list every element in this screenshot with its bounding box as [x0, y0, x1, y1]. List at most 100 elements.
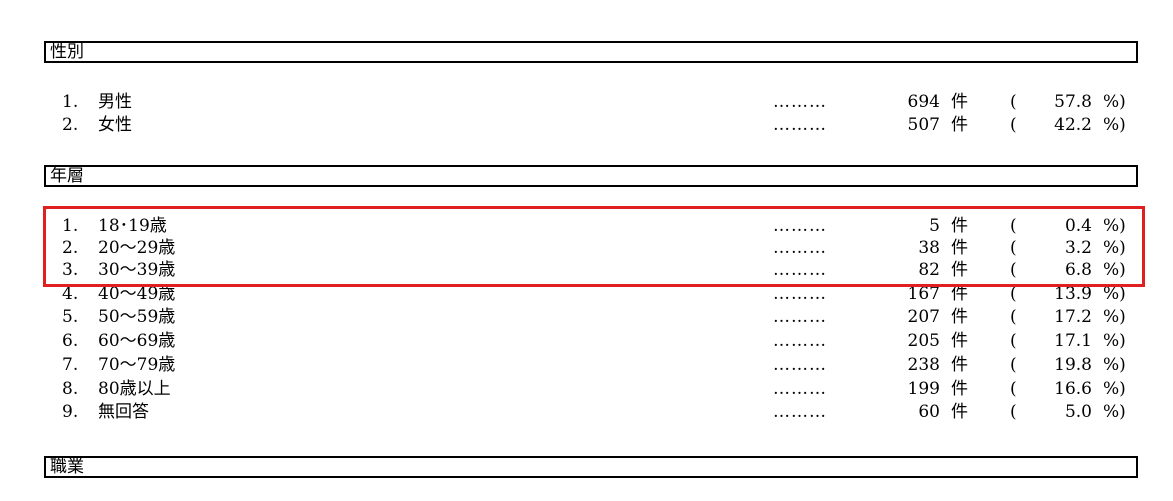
item-percent: 0.4 — [1064, 216, 1092, 236]
item-number: 8. — [62, 379, 79, 399]
item-number: 5. — [62, 307, 79, 327]
item-percent: 16.6 — [1054, 379, 1092, 399]
item-count: 694 — [907, 92, 940, 112]
open-paren: ( — [1010, 284, 1017, 304]
list-item: 6. 60～69歳 ……… 205 件 ( 17.1 %) — [0, 331, 1173, 352]
item-number: 1. — [62, 216, 79, 236]
item-count: 507 — [907, 115, 940, 135]
item-count: 238 — [907, 355, 940, 375]
leader-dots: ……… — [773, 284, 827, 304]
count-unit: 件 — [951, 260, 968, 280]
leader-dots: ……… — [773, 355, 827, 375]
item-label: 50～59歳 — [98, 307, 176, 327]
list-item: 8. 80歳以上 ……… 199 件 ( 16.6 %) — [0, 379, 1173, 400]
open-paren: ( — [1010, 402, 1017, 422]
open-paren: ( — [1010, 260, 1017, 280]
percent-unit: %) — [1103, 379, 1126, 399]
item-label: 30～39歳 — [98, 260, 176, 280]
count-unit: 件 — [951, 284, 968, 304]
leader-dots: ……… — [773, 260, 827, 280]
open-paren: ( — [1010, 355, 1017, 375]
percent-unit: %) — [1103, 284, 1126, 304]
item-label: 70～79歳 — [98, 355, 176, 375]
list-item: 7. 70～79歳 ……… 238 件 ( 19.8 %) — [0, 355, 1173, 376]
item-count: 167 — [907, 284, 940, 304]
item-number: 4. — [62, 284, 79, 304]
percent-unit: %) — [1103, 331, 1126, 351]
percent-unit: %) — [1103, 402, 1126, 422]
item-percent: 57.8 — [1054, 92, 1092, 112]
section-header-occupation: 職業 — [44, 456, 1138, 478]
percent-unit: %) — [1103, 92, 1126, 112]
item-label: 80歳以上 — [98, 379, 171, 399]
item-label: 60～69歳 — [98, 331, 176, 351]
item-label: 男性 — [98, 92, 132, 112]
section-header-gender: 性別 — [44, 41, 1138, 63]
item-count: 82 — [918, 260, 940, 280]
leader-dots: ……… — [773, 402, 827, 422]
count-unit: 件 — [951, 307, 968, 327]
item-percent: 3.2 — [1064, 238, 1092, 258]
list-item: 5. 50～59歳 ……… 207 件 ( 17.2 %) — [0, 307, 1173, 328]
count-unit: 件 — [951, 331, 968, 351]
percent-unit: %) — [1103, 238, 1126, 258]
leader-dots: ……… — [773, 331, 827, 351]
leader-dots: ……… — [773, 238, 827, 258]
list-item: 2. 20～29歳 ……… 38 件 ( 3.2 %) — [0, 238, 1173, 259]
item-number: 7. — [62, 355, 79, 375]
item-count: 205 — [907, 331, 940, 351]
percent-unit: %) — [1103, 307, 1126, 327]
leader-dots: ……… — [773, 307, 827, 327]
open-paren: ( — [1010, 92, 1017, 112]
open-paren: ( — [1010, 331, 1017, 351]
item-number: 9. — [62, 402, 79, 422]
list-item: 2. 女性 ……… 507 件 ( 42.2 %) — [0, 115, 1173, 136]
item-count: 5 — [929, 216, 940, 236]
open-paren: ( — [1010, 238, 1017, 258]
count-unit: 件 — [951, 379, 968, 399]
count-unit: 件 — [951, 355, 968, 375]
percent-unit: %) — [1103, 355, 1126, 375]
list-item: 1. 18･19歳 ……… 5 件 ( 0.4 %) — [0, 216, 1173, 237]
item-number: 3. — [62, 260, 79, 280]
item-number: 1. — [62, 92, 79, 112]
item-number: 6. — [62, 331, 79, 351]
section-header-age: 年層 — [44, 165, 1138, 187]
leader-dots: ……… — [773, 379, 827, 399]
open-paren: ( — [1010, 216, 1017, 236]
leader-dots: ……… — [773, 216, 827, 236]
list-item: 4. 40～49歳 ……… 167 件 ( 13.9 %) — [0, 284, 1173, 305]
item-percent: 6.8 — [1064, 260, 1092, 280]
item-label: 18･19歳 — [98, 216, 167, 236]
open-paren: ( — [1010, 307, 1017, 327]
item-percent: 5.0 — [1064, 402, 1092, 422]
item-label: 無回答 — [98, 402, 149, 422]
item-count: 38 — [918, 238, 940, 258]
leader-dots: ……… — [773, 115, 827, 135]
percent-unit: %) — [1103, 216, 1126, 236]
item-count: 60 — [918, 402, 940, 422]
item-number: 2. — [62, 115, 79, 135]
list-item: 9. 無回答 ……… 60 件 ( 5.0 %) — [0, 402, 1173, 423]
count-unit: 件 — [951, 402, 968, 422]
percent-unit: %) — [1103, 115, 1126, 135]
open-paren: ( — [1010, 379, 1017, 399]
percent-unit: %) — [1103, 260, 1126, 280]
count-unit: 件 — [951, 238, 968, 258]
list-item: 1. 男性 ……… 694 件 ( 57.8 %) — [0, 92, 1173, 113]
item-count: 207 — [907, 307, 940, 327]
item-percent: 19.8 — [1054, 355, 1092, 375]
open-paren: ( — [1010, 115, 1017, 135]
item-label: 40～49歳 — [98, 284, 176, 304]
item-percent: 42.2 — [1054, 115, 1092, 135]
item-percent: 13.9 — [1054, 284, 1092, 304]
item-percent: 17.2 — [1054, 307, 1092, 327]
count-unit: 件 — [951, 115, 968, 135]
count-unit: 件 — [951, 92, 968, 112]
leader-dots: ……… — [773, 92, 827, 112]
item-count: 199 — [907, 379, 940, 399]
count-unit: 件 — [951, 216, 968, 236]
list-item: 3. 30～39歳 ……… 82 件 ( 6.8 %) — [0, 260, 1173, 281]
item-number: 2. — [62, 238, 79, 258]
item-percent: 17.1 — [1054, 331, 1092, 351]
